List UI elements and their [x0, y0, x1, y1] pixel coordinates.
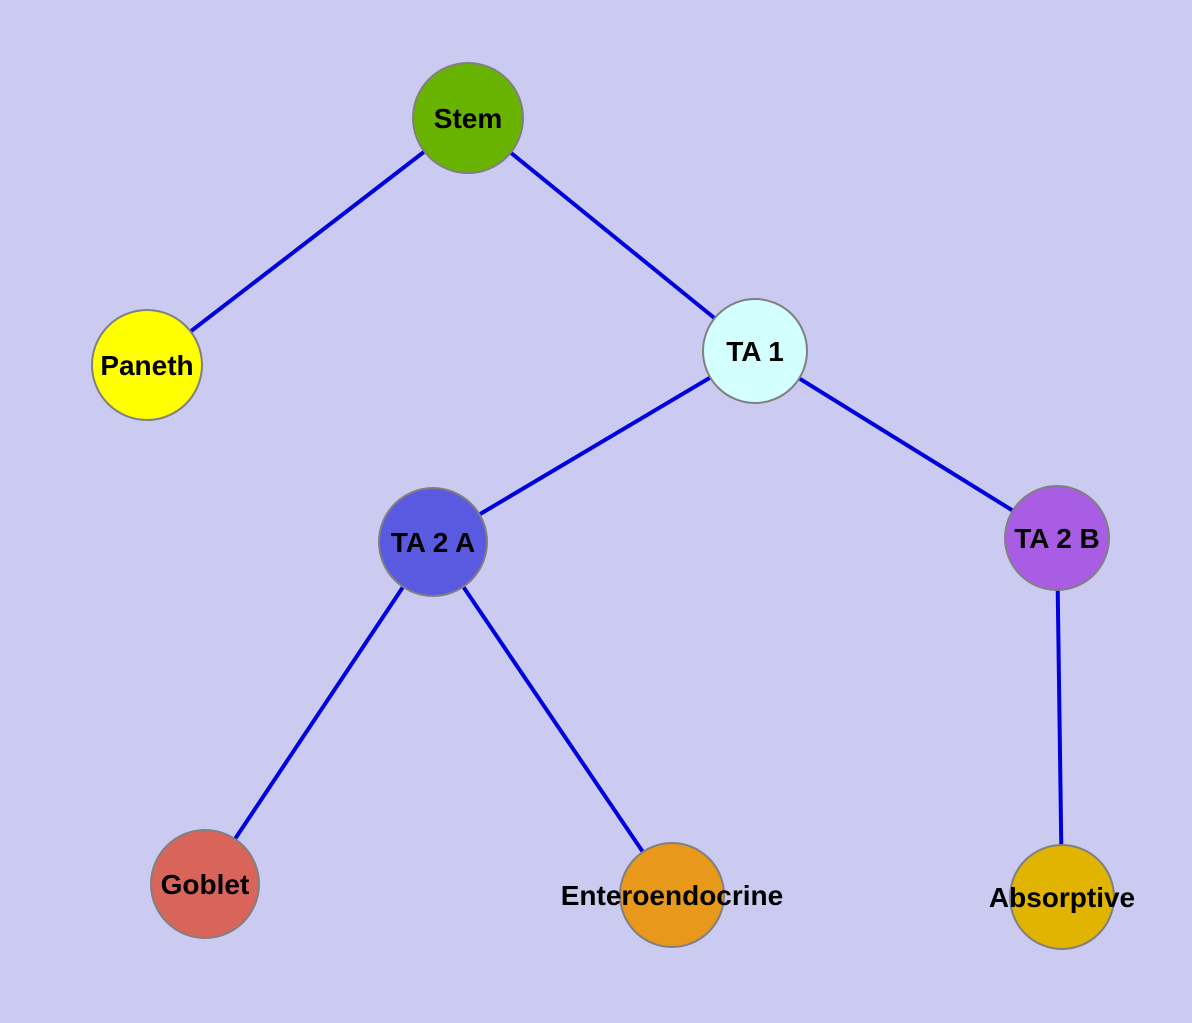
edge-ta1-ta2b[interactable]	[753, 349, 1059, 540]
node-goblet[interactable]: Goblet	[150, 829, 260, 939]
node-circle-ta2b[interactable]	[1004, 485, 1110, 591]
node-enteroendocrine[interactable]: Enteroendocrine	[561, 842, 783, 948]
node-label-enteroendocrine: Enteroendocrine	[561, 880, 783, 911]
node-label-absorptive: Absorptive	[989, 882, 1135, 913]
node-absorptive[interactable]: Absorptive	[989, 844, 1135, 950]
edge-stem-ta1[interactable]	[466, 116, 757, 353]
node-circle-stem[interactable]	[412, 62, 524, 174]
node-label-ta2b: TA 2 B	[1014, 523, 1100, 554]
node-label-ta1: TA 1	[726, 336, 784, 367]
node-circle-paneth[interactable]	[91, 309, 203, 421]
node-circle-goblet[interactable]	[150, 829, 260, 939]
node-circle-enteroendocrine[interactable]	[619, 842, 725, 948]
node-label-paneth: Paneth	[100, 350, 193, 381]
edge-ta2a-enteroendocrine[interactable]	[431, 540, 674, 897]
edge-ta2b-absorptive[interactable]	[1055, 537, 1064, 898]
node-circle-ta2a[interactable]	[378, 487, 488, 597]
node-circle-absorptive[interactable]	[1009, 844, 1115, 950]
node-ta1[interactable]: TA 1	[702, 298, 808, 404]
edge-ta2a-goblet[interactable]	[203, 540, 435, 886]
node-ta2b[interactable]: TA 2 B	[1004, 485, 1110, 591]
node-label-stem: Stem	[434, 103, 502, 134]
node-paneth[interactable]: Paneth	[91, 309, 203, 421]
node-ta2a[interactable]: TA 2 A	[378, 487, 488, 597]
node-circle-ta1[interactable]	[702, 298, 808, 404]
node-stem[interactable]: Stem	[412, 62, 524, 174]
node-label-ta2a: TA 2 A	[391, 527, 476, 558]
edge-ta1-ta2a[interactable]	[431, 349, 757, 544]
node-label-goblet: Goblet	[161, 869, 250, 900]
edge-stem-paneth[interactable]	[145, 116, 470, 367]
